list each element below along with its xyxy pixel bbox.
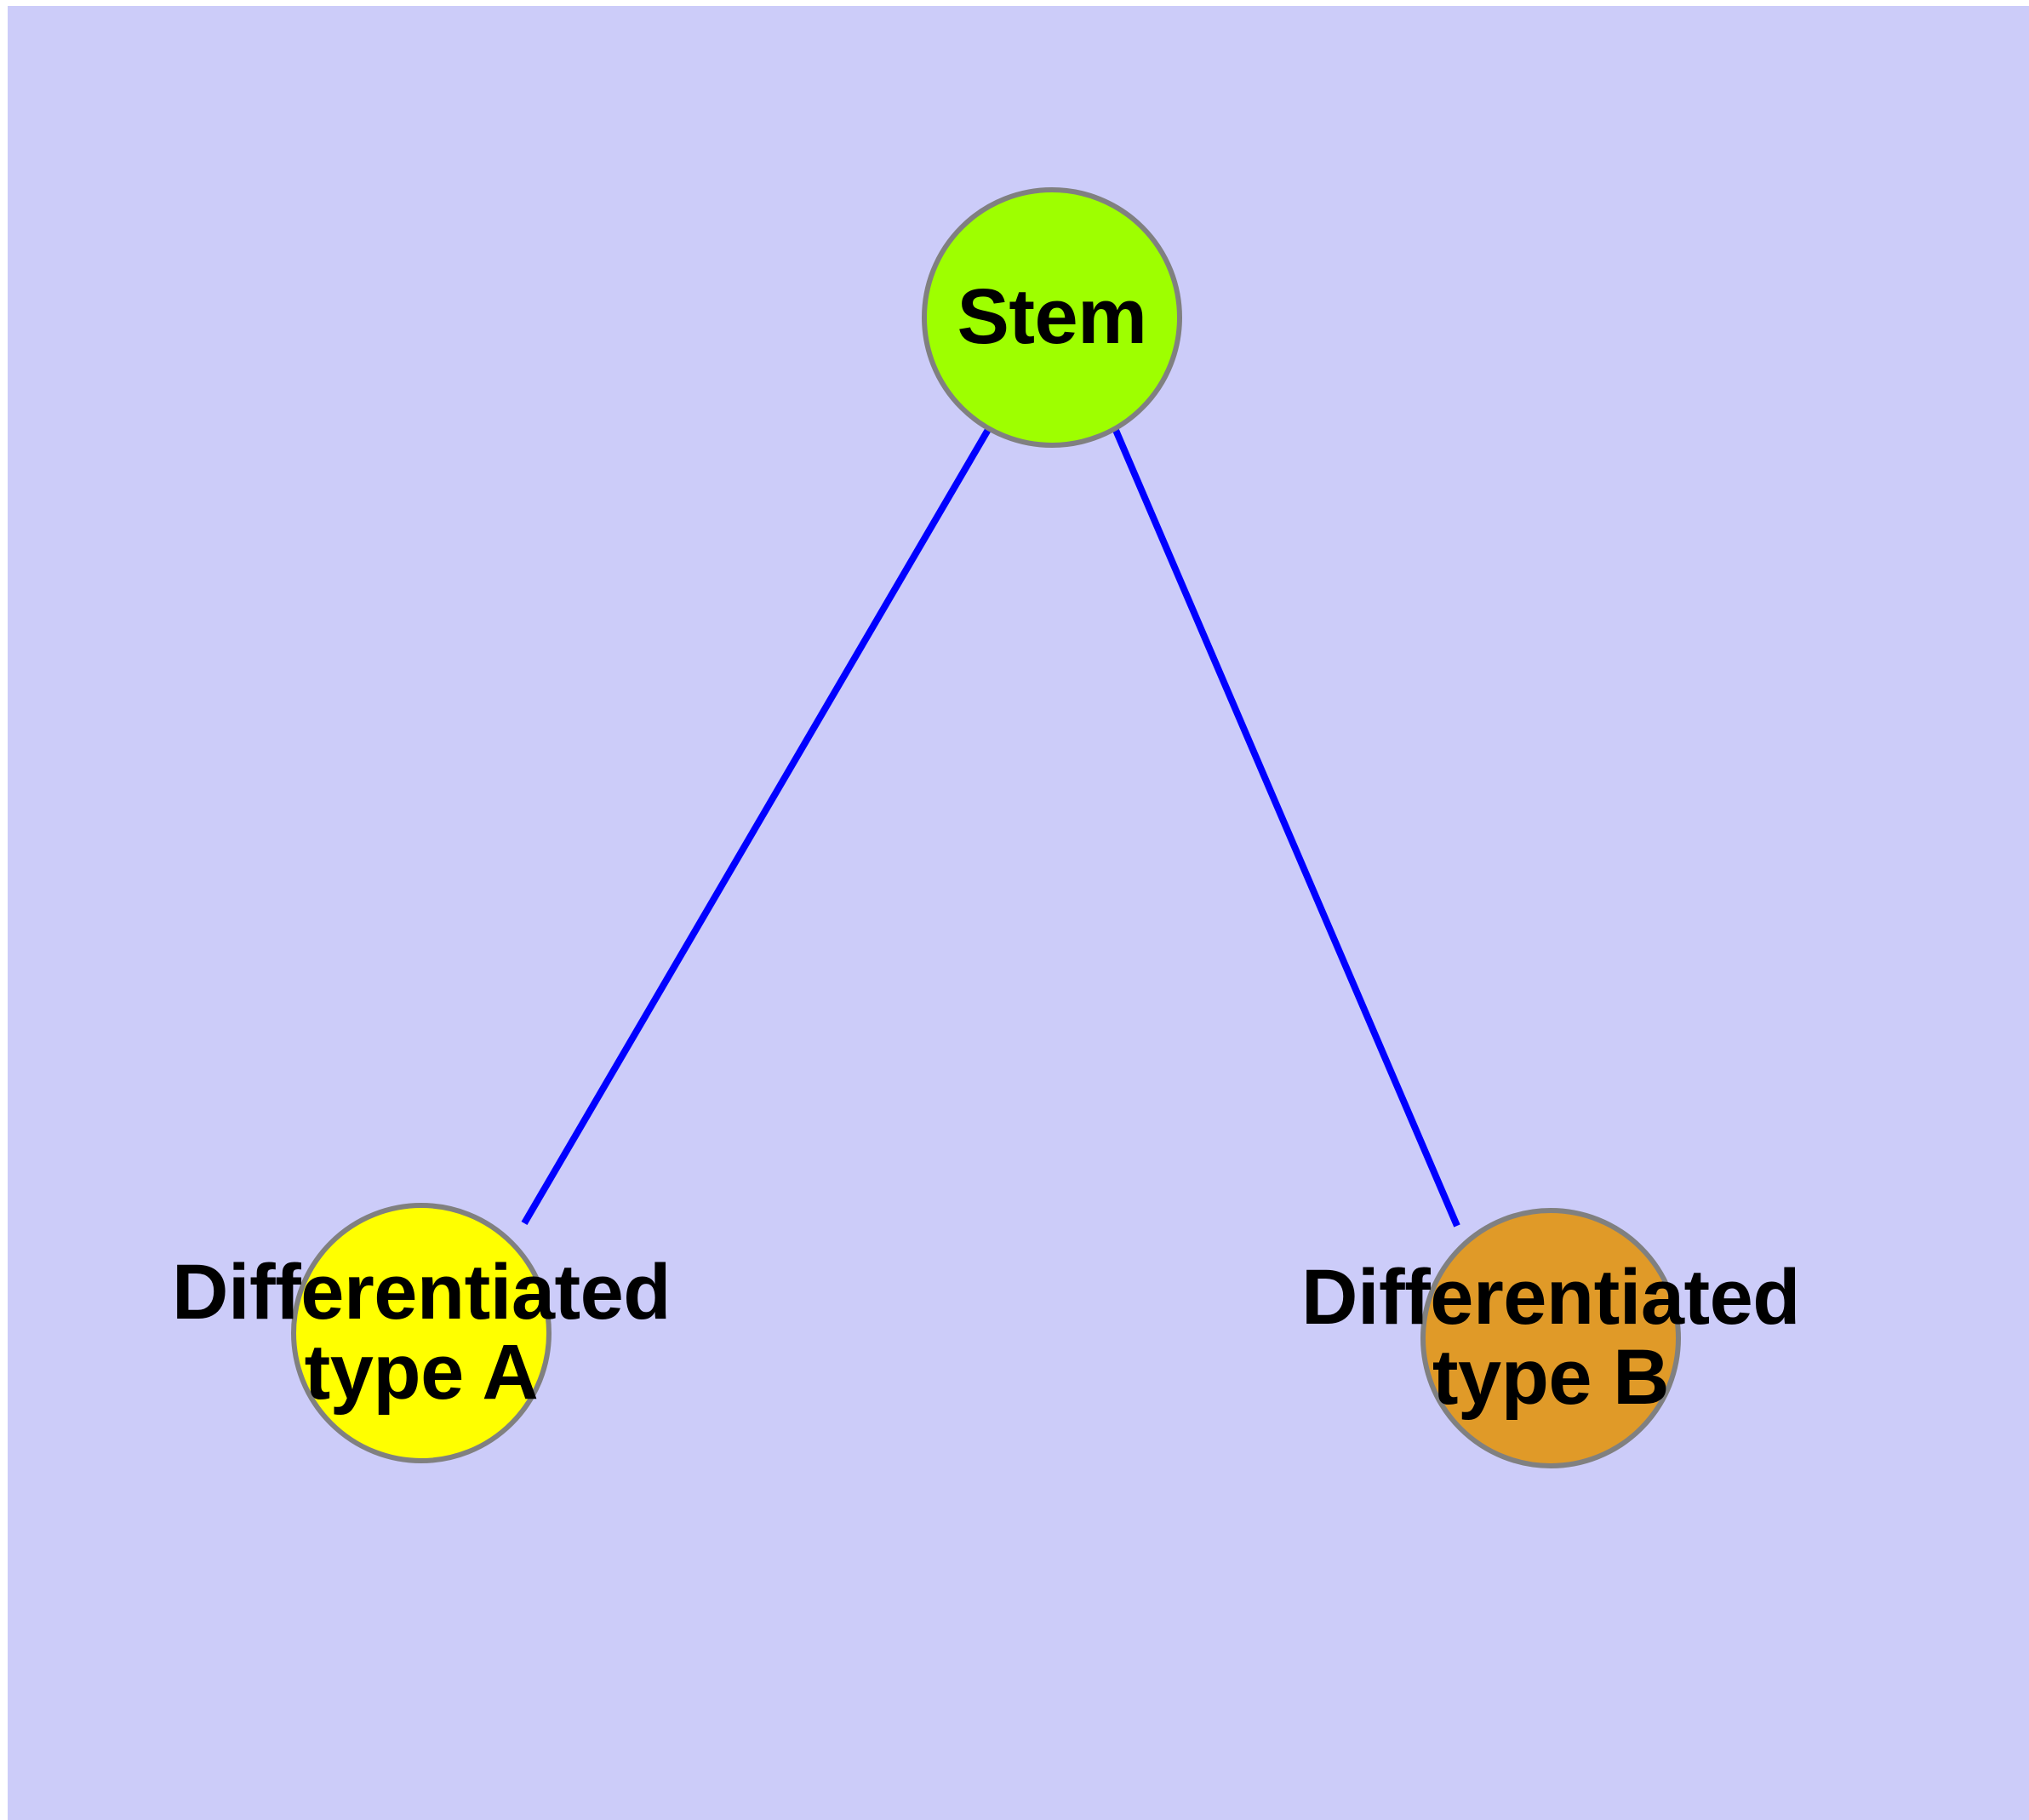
edge-stem-to-differentiated-type-b bbox=[1112, 426, 1460, 1228]
nodes-group bbox=[291, 187, 1681, 1468]
edges-group bbox=[521, 426, 1460, 1228]
node-differentiated-type-b[interactable] bbox=[1420, 1208, 1681, 1468]
node-differentiated-type-a[interactable] bbox=[291, 1203, 552, 1463]
edge-stem-to-differentiated-type-a bbox=[521, 426, 992, 1226]
node-stem[interactable] bbox=[922, 187, 1182, 448]
